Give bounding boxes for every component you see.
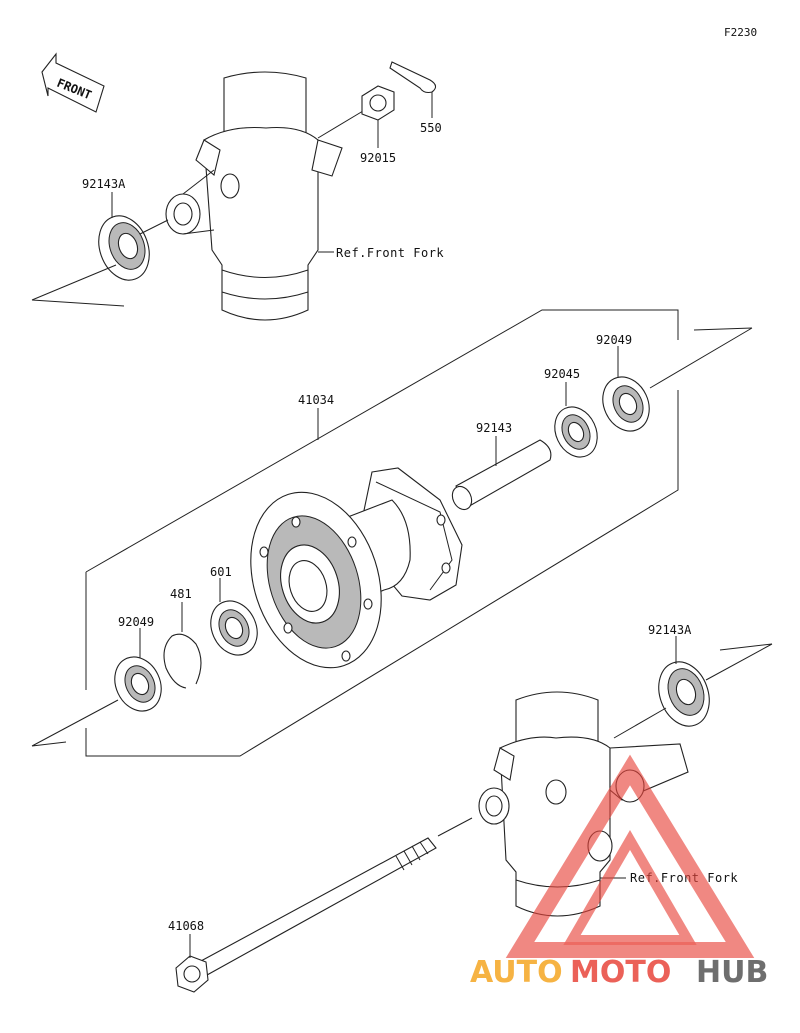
axle-41068	[175, 817, 473, 993]
label-92049-right: 92049	[596, 333, 632, 347]
collar-92143a-top	[31, 192, 169, 307]
automotohub-logo: AUTO MOTO HUB	[470, 754, 768, 990]
ref-front-fork-top: Ref.Front Fork	[336, 246, 444, 260]
label-92143: 92143	[476, 421, 512, 435]
logo-word-hub: HUB	[696, 955, 768, 990]
label-92143a-bottom: 92143A	[648, 623, 692, 637]
label-92015: 92015	[360, 151, 396, 165]
bearing-601	[210, 578, 258, 656]
label-481: 481	[170, 587, 192, 601]
bearing-92045	[554, 382, 598, 458]
label-601: 601	[210, 565, 232, 579]
circlip-481	[163, 602, 202, 689]
logo-word-auto: AUTO	[470, 955, 563, 990]
seal-92049-right	[602, 327, 753, 432]
front-arrow-icon: FRONT	[41, 52, 105, 113]
label-41068: 41068	[168, 919, 204, 933]
spacer-92143	[451, 436, 552, 511]
wheel-hub-41034	[250, 467, 463, 669]
hub-assembly-frame	[85, 309, 679, 757]
label-550: 550	[420, 121, 442, 135]
diagram-code: F2230	[724, 26, 757, 39]
collar-92143a-bottom	[613, 636, 773, 739]
cotter-pin-550	[389, 61, 437, 118]
nut-92015	[361, 85, 395, 148]
label-92049-left: 92049	[118, 615, 154, 629]
front-fork-top: Ref.Front Fork	[165, 71, 444, 321]
label-92143a-top: 92143A	[82, 177, 126, 191]
logo-word-moto: MOTO	[570, 955, 671, 990]
label-92045: 92045	[544, 367, 580, 381]
seal-92049-left	[31, 628, 162, 747]
label-41034: 41034	[298, 393, 334, 407]
